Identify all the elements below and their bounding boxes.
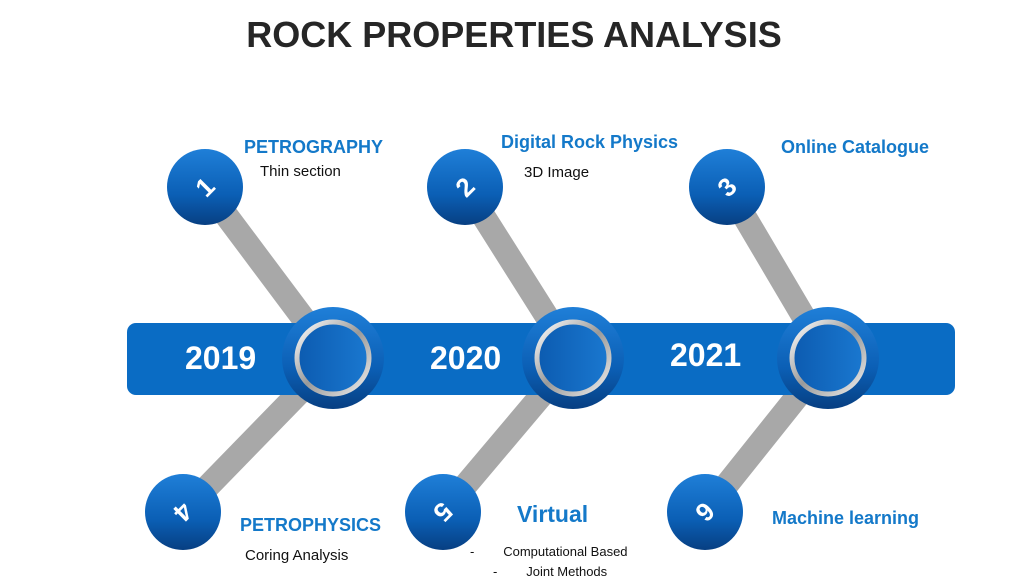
year-label-2021: 2021 — [670, 337, 742, 373]
step-ball-5 — [405, 474, 481, 550]
year-nodes — [282, 307, 879, 409]
year-node-2019 — [282, 307, 384, 409]
step-ball-1 — [167, 149, 243, 225]
step-heading-5: Virtual — [517, 501, 589, 527]
bullet-text: Joint Methods — [526, 564, 608, 579]
step-ball-2 — [427, 149, 503, 225]
year-node-2020 — [522, 307, 624, 409]
year-node-2021 — [777, 307, 879, 409]
step-ball-3 — [689, 149, 765, 225]
step-bullet-5-2: - Joint Methods — [493, 564, 608, 579]
bullet-text: Computational Based — [503, 544, 628, 559]
step-heading-4: PETROPHYSICS — [240, 515, 382, 535]
step-ball-4 — [145, 474, 221, 550]
step-subtitle-2: 3D Image — [524, 164, 590, 181]
step-heading-6: Machine learning — [772, 508, 920, 528]
step-balls — [145, 149, 765, 550]
step-heading-2: Digital Rock Physics — [501, 132, 679, 152]
page-title: ROCK PROPERTIES ANALYSIS — [246, 14, 782, 55]
step-heading-3: Online Catalogue — [781, 137, 930, 157]
step-subtitle-1: Thin section — [260, 163, 341, 180]
year-label-2019: 2019 — [185, 340, 257, 376]
step-bullet-5-1: - Computational Based — [470, 544, 628, 559]
step-subtitle-4: Coring Analysis — [245, 547, 349, 564]
step-heading-1: PETROGRAPHY — [244, 137, 384, 157]
step-ball-6 — [667, 474, 743, 550]
year-label-2020: 2020 — [430, 340, 502, 376]
